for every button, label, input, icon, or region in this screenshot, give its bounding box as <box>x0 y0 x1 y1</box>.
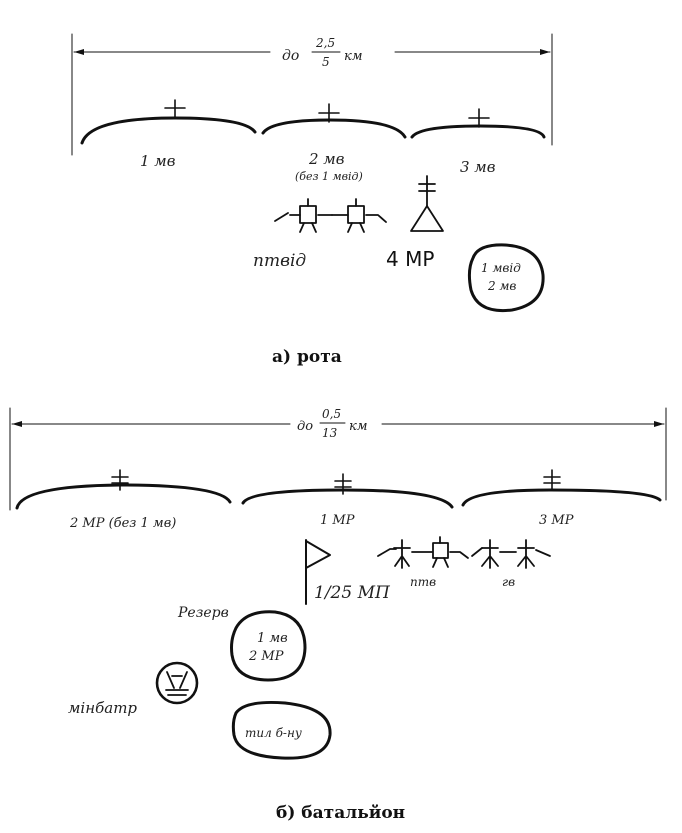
b-company-2-symbol <box>111 469 129 491</box>
a-platoon-1-position <box>80 116 257 145</box>
b-company-1-symbol <box>334 473 352 495</box>
b-grenade-symbol <box>471 539 551 569</box>
a-platoon-2-position <box>261 118 407 139</box>
b-reserve-line1: 1 мв <box>257 631 288 646</box>
b-reserve-title: Резерв <box>177 605 229 621</box>
b-company-3-symbol <box>543 469 561 491</box>
a-platoon-2-label: 2 мв <box>308 150 345 168</box>
b-distance-numerator: 0,5 <box>322 407 341 421</box>
b-caption: б) батальйон <box>276 803 405 823</box>
a-distance-unit: км <box>344 49 363 64</box>
b-reserve-area <box>230 610 307 682</box>
b-command-post-label: 1/25 МП <box>314 583 391 603</box>
a-distance-prefix: до <box>282 48 299 64</box>
b-distance-unit: км <box>349 419 368 434</box>
a-distance-denominator: 5 <box>322 55 330 69</box>
a-reserve-line1: 1 мвід <box>481 261 521 275</box>
b-reserve-line2: 2 МР <box>248 649 284 664</box>
b-command-post-flag <box>305 539 331 605</box>
b-grenade-label: гв <box>502 575 515 589</box>
b-rear-label: тил б-ну <box>245 726 302 740</box>
b-mortar-battery-symbol <box>155 661 199 705</box>
b-antitank-label: птв <box>410 575 436 589</box>
a-platoon-1-cross <box>164 99 186 119</box>
b-company-3-label: 3 МР <box>539 513 574 528</box>
a-platoon-2-note: (без 1 мвід) <box>295 170 363 183</box>
a-mortar-label: 4 МР <box>386 247 434 271</box>
a-platoon-1-label: 1 мв <box>140 152 176 170</box>
a-platoon-3-position <box>410 124 546 139</box>
b-mortar-battery-label: мінбатр <box>68 699 137 717</box>
b-distance-denominator: 13 <box>322 426 338 440</box>
a-antitank-symbol <box>274 198 387 233</box>
b-rear-area <box>231 701 332 760</box>
b-company-2-label: 2 МР (без 1 мв) <box>69 516 176 531</box>
a-platoon-3-label: 3 мв <box>460 158 496 176</box>
b-company-2-position <box>15 483 232 510</box>
section-b-battalion: до 0,5 13 км 2 МР (без 1 мв) 1 МР 3 МР 1… <box>9 407 667 823</box>
b-antitank-symbol <box>377 536 469 569</box>
a-distance-numerator: 2,5 <box>315 36 335 50</box>
a-antitank-label: птвід <box>253 251 306 271</box>
b-company-1-position <box>241 488 454 509</box>
b-company-1-label: 1 МР <box>320 513 355 528</box>
section-a-company: до 2,5 5 км 1 мв 2 мв (без 1 мвід) 3 мв … <box>71 33 553 367</box>
a-caption: а) рота <box>272 347 342 367</box>
b-company-3-position <box>461 488 662 507</box>
b-distance-prefix: до <box>297 419 313 434</box>
a-reserve-line2: 2 мв <box>487 279 516 293</box>
a-platoon-3-cross <box>468 108 490 128</box>
a-platoon-2-cross <box>318 103 340 123</box>
a-reserve-area <box>467 243 545 313</box>
a-mortar-symbol <box>410 175 444 232</box>
